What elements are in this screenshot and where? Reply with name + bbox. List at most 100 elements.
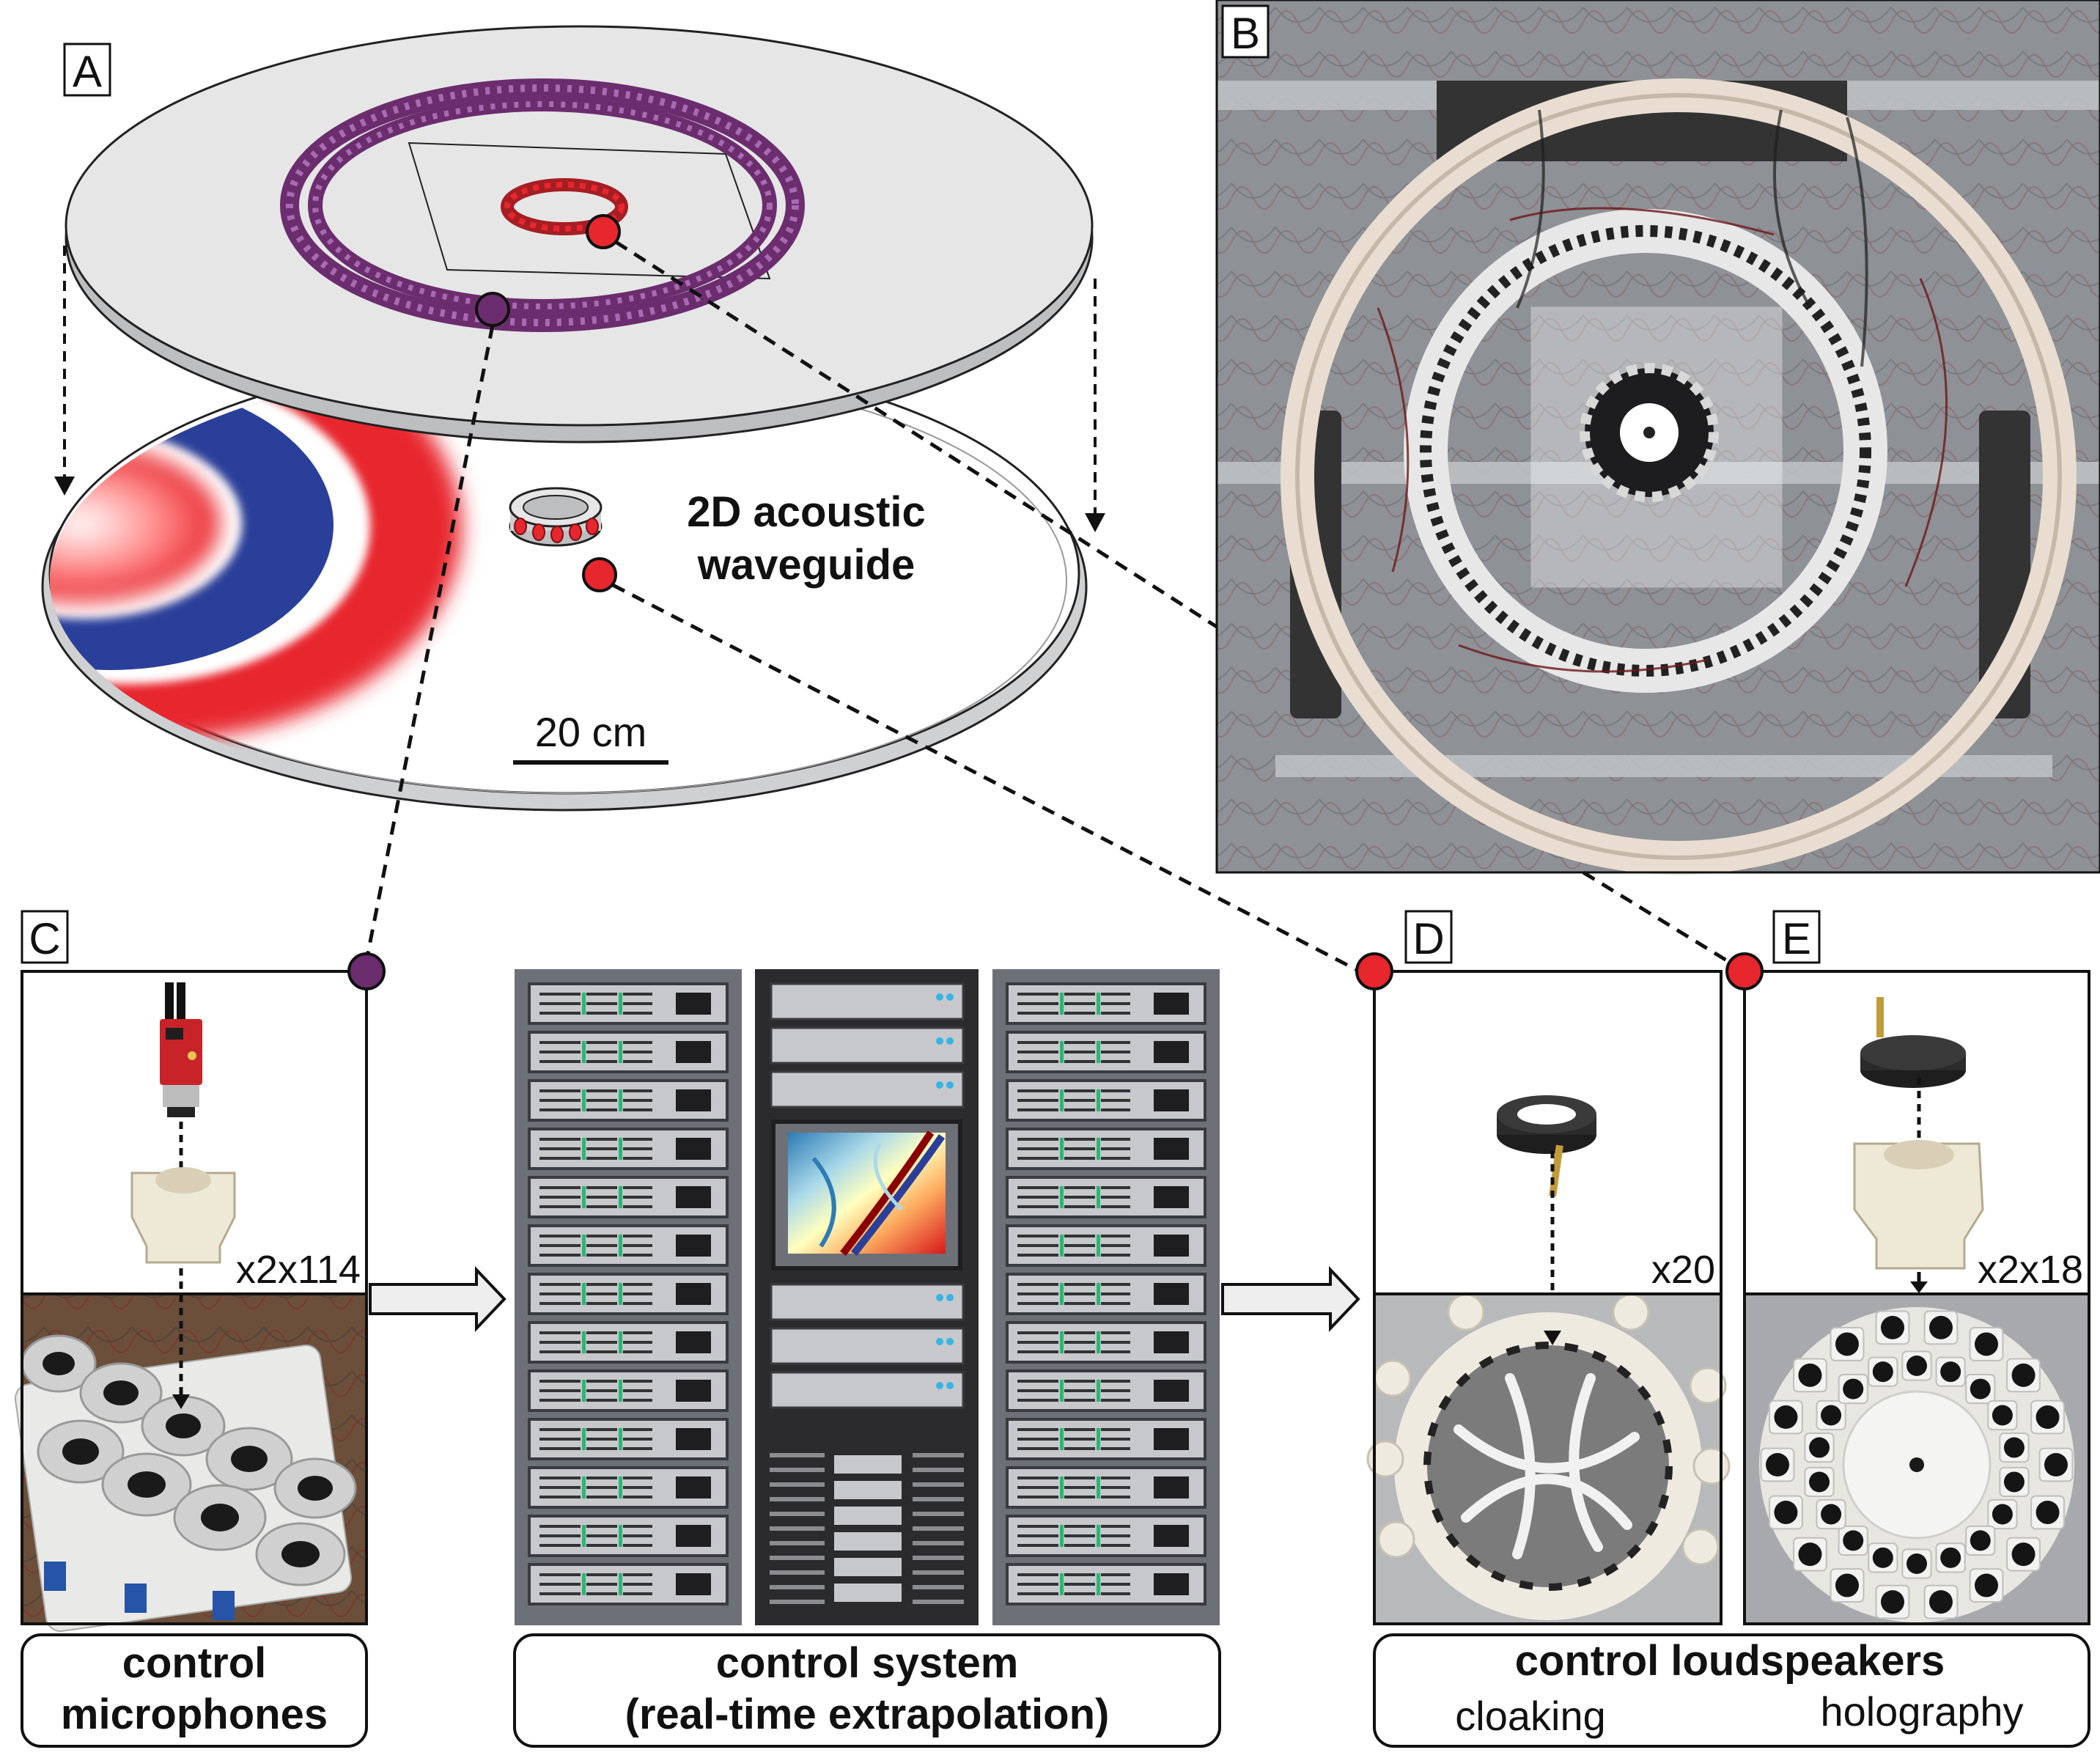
arrow-head-right — [1085, 513, 1105, 532]
inner-square — [408, 141, 771, 280]
left-rack-units — [528, 982, 729, 1606]
rack-led — [1060, 1041, 1064, 1063]
rack-led — [582, 1331, 586, 1353]
marker-speaker-model — [582, 557, 617, 592]
rack-led — [582, 1235, 586, 1257]
microphone-mount — [130, 1167, 236, 1264]
panel-label-a: A — [73, 47, 102, 96]
rack-drive-bays — [834, 1455, 902, 1602]
scale-bar: 20 cm — [513, 709, 668, 765]
speaker-driver — [1835, 1332, 1859, 1356]
holography-speaker-cups — [1760, 1310, 2074, 1619]
rack-unit — [770, 1371, 965, 1409]
wavefront-field — [50, 359, 462, 740]
count-microphones: x2x114 — [236, 1248, 361, 1292]
speaker-driver — [1809, 1471, 1830, 1493]
speaker-driver — [2035, 1405, 2060, 1430]
rack-drive — [676, 1283, 711, 1305]
rack-drive — [1154, 1380, 1189, 1402]
rack-drive — [1154, 1089, 1189, 1111]
rack-drive — [676, 1525, 711, 1547]
rack-led — [1060, 1525, 1064, 1547]
panel-b-photo: B — [1215, 0, 2100, 875]
rack-led — [619, 1331, 622, 1353]
speaker-driver — [2003, 1437, 2025, 1458]
rack-drive — [1154, 1186, 1189, 1208]
rack-led — [936, 1382, 943, 1389]
rack-drive — [1154, 1573, 1189, 1595]
speaker-driver — [1970, 1378, 1991, 1400]
rack-led — [1097, 1186, 1100, 1208]
speaker-driver — [1821, 1405, 1842, 1426]
rack-led — [946, 1081, 954, 1089]
control-system-racks: control system (real-time extrapolation) — [513, 969, 1221, 1748]
panel-c-microphone: x2x114 — [14, 910, 386, 1748]
rack-led — [1097, 1089, 1100, 1111]
rack-led — [619, 1283, 622, 1305]
rack-led — [1060, 1235, 1064, 1257]
rack-drive — [1154, 1138, 1189, 1160]
rack-led — [1060, 1186, 1064, 1208]
rack-drive — [1154, 1525, 1189, 1547]
speaker-driver — [2003, 1471, 2025, 1493]
cloaking-ring-photo — [1366, 1292, 1731, 1625]
speaker-driver — [1928, 1590, 1953, 1614]
speaker-driver — [1970, 1530, 1991, 1551]
speaker-driver — [1992, 1405, 2013, 1426]
speaker-driver — [1906, 1356, 1927, 1376]
rack-led — [946, 1382, 954, 1389]
top-disc — [65, 25, 1094, 444]
caption-speakers-holography: holography — [1820, 1688, 2023, 1735]
marker-microphone-ring — [475, 292, 510, 327]
rack-led — [946, 993, 954, 1001]
rack-unit — [770, 1327, 965, 1365]
count-holography: x2x18 — [1978, 1248, 2083, 1292]
marker-cloaking-panel — [1355, 952, 1393, 990]
rack-drive — [1154, 1331, 1189, 1353]
rack-unit — [770, 1026, 965, 1064]
rack-drive — [676, 1041, 711, 1063]
panel-e-holography-speakers: x2x18 E — [1725, 910, 2090, 1625]
rack-led — [936, 1338, 943, 1345]
rack-led — [582, 1476, 586, 1498]
marker-holography-panel — [1725, 952, 1764, 990]
rack-led — [936, 1037, 943, 1045]
rack-led — [946, 1338, 954, 1345]
rack-led — [582, 1041, 586, 1063]
speaker-driver — [1809, 1437, 1830, 1458]
rack-drive — [1154, 1235, 1189, 1257]
flow-arrow-mic-to-system — [369, 1265, 506, 1333]
rack-led — [936, 1294, 943, 1301]
connector-lines — [366, 240, 1746, 974]
rack-led — [1097, 1235, 1100, 1257]
speaker-driver — [1843, 1530, 1864, 1551]
speaker-driver — [1835, 1573, 1859, 1597]
caption-loudspeakers: control loudspeakers cloaking holography — [1373, 1633, 2090, 1748]
speaker-driver — [1798, 1363, 1822, 1387]
rack-led — [1097, 1380, 1100, 1402]
rack-drive — [1154, 1041, 1189, 1063]
panel-a-waveguide-schematic: 2D acoustic waveguide 20 cm A — [41, 25, 1105, 812]
rack-drive — [676, 1380, 711, 1402]
rack-led — [619, 1235, 622, 1257]
rack-led — [1097, 1331, 1100, 1353]
waveguide-label-line2: waveguide — [697, 541, 915, 589]
rack-led — [582, 1186, 586, 1208]
rack-drive — [676, 1138, 711, 1160]
rack-unit — [770, 1283, 965, 1321]
speaker-driver — [1940, 1547, 1961, 1568]
rack-led — [582, 1525, 586, 1547]
speaker-driver — [1774, 1500, 1798, 1524]
rack-led — [946, 1294, 954, 1301]
rack-led — [582, 1380, 586, 1402]
caption-system-line1: control system — [716, 1639, 1019, 1687]
speaker-driver — [2044, 1453, 2068, 1476]
speaker-driver — [1928, 1315, 1953, 1339]
caption-microphones-line2: microphones — [61, 1691, 328, 1738]
disc-explode-arrows — [63, 246, 1097, 517]
rack-drive — [676, 1476, 711, 1498]
rack-led — [619, 1041, 622, 1063]
rack-led — [936, 993, 943, 1001]
rack-led — [619, 1573, 622, 1595]
